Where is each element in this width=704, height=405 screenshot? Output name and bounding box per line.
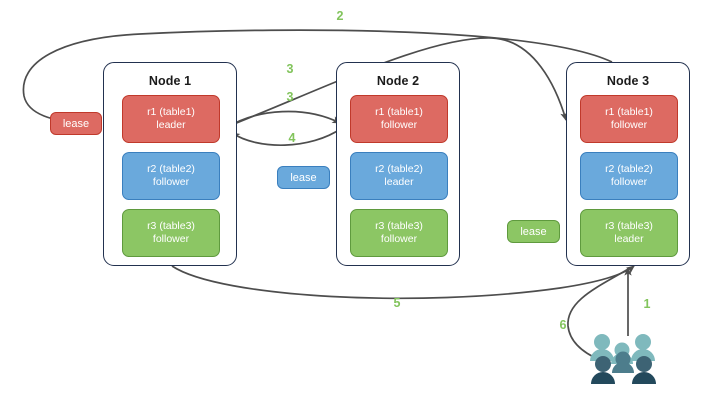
replica-role: follower xyxy=(610,176,648,188)
lease-label: lease xyxy=(290,171,317,184)
users-group-icon xyxy=(590,334,656,384)
replica-r1-node3[interactable]: r1 (table1) follower xyxy=(580,95,678,143)
step-label-3a: 3 xyxy=(286,62,294,76)
replica-name: r2 (table2) xyxy=(605,163,653,175)
node-title: Node 2 xyxy=(376,74,420,88)
lease-badge-r3[interactable]: lease xyxy=(507,220,560,243)
replica-role: follower xyxy=(380,119,418,131)
replica-r1-node1[interactable]: r1 (table1) leader xyxy=(122,95,220,143)
replica-role: leader xyxy=(614,233,644,245)
lease-label: lease xyxy=(62,117,90,130)
node-title: Node 1 xyxy=(148,74,192,88)
replica-name: r1 (table1) xyxy=(375,106,423,118)
replica-r3-node2[interactable]: r3 (table3) follower xyxy=(350,209,448,257)
replica-role: follower xyxy=(380,233,418,245)
replica-role: follower xyxy=(152,176,190,188)
step-label-2: 2 xyxy=(336,9,344,23)
replica-name: r1 (table1) xyxy=(147,106,195,118)
step-label-3b: 3 xyxy=(286,90,294,104)
replica-r2-node1[interactable]: r2 (table2) follower xyxy=(122,152,220,200)
edge-step-5 xyxy=(171,265,635,300)
replica-r3-node1[interactable]: r3 (table3) follower xyxy=(122,209,220,257)
replica-r3-node3[interactable]: r3 (table3) leader xyxy=(580,209,678,257)
replica-role: follower xyxy=(152,233,190,245)
replica-name: r3 (table3) xyxy=(147,220,195,232)
lease-badge-r2[interactable]: lease xyxy=(277,166,330,189)
replica-r1-node2[interactable]: r1 (table1) follower xyxy=(350,95,448,143)
replica-role: follower xyxy=(610,119,648,131)
replica-r2-node3[interactable]: r2 (table2) follower xyxy=(580,152,678,200)
node-container-2: Node 2 r1 (table1) follower r2 (table2) … xyxy=(336,62,460,266)
step-label-5: 5 xyxy=(393,296,401,310)
node-title: Node 3 xyxy=(606,74,650,88)
replica-role: leader xyxy=(156,119,186,131)
lease-label: lease xyxy=(520,225,547,238)
lease-badge-r1[interactable]: lease xyxy=(50,112,102,135)
step-label-6: 6 xyxy=(559,318,567,332)
replica-name: r3 (table3) xyxy=(605,220,653,232)
replica-name: r2 (table2) xyxy=(147,163,195,175)
step-label-4: 4 xyxy=(288,131,296,145)
replica-name: r1 (table1) xyxy=(605,106,653,118)
replica-role: leader xyxy=(384,176,414,188)
replica-name: r3 (table3) xyxy=(375,220,423,232)
node-container-1: Node 1 r1 (table1) leader r2 (table2) fo… xyxy=(103,62,237,266)
edge-step-3-node2 xyxy=(225,110,342,129)
replica-name: r2 (table2) xyxy=(375,163,423,175)
step-label-1: 1 xyxy=(643,297,651,311)
replica-r2-node2[interactable]: r2 (table2) leader xyxy=(350,152,448,200)
node-container-3: Node 3 r1 (table1) follower r2 (table2) … xyxy=(566,62,690,266)
